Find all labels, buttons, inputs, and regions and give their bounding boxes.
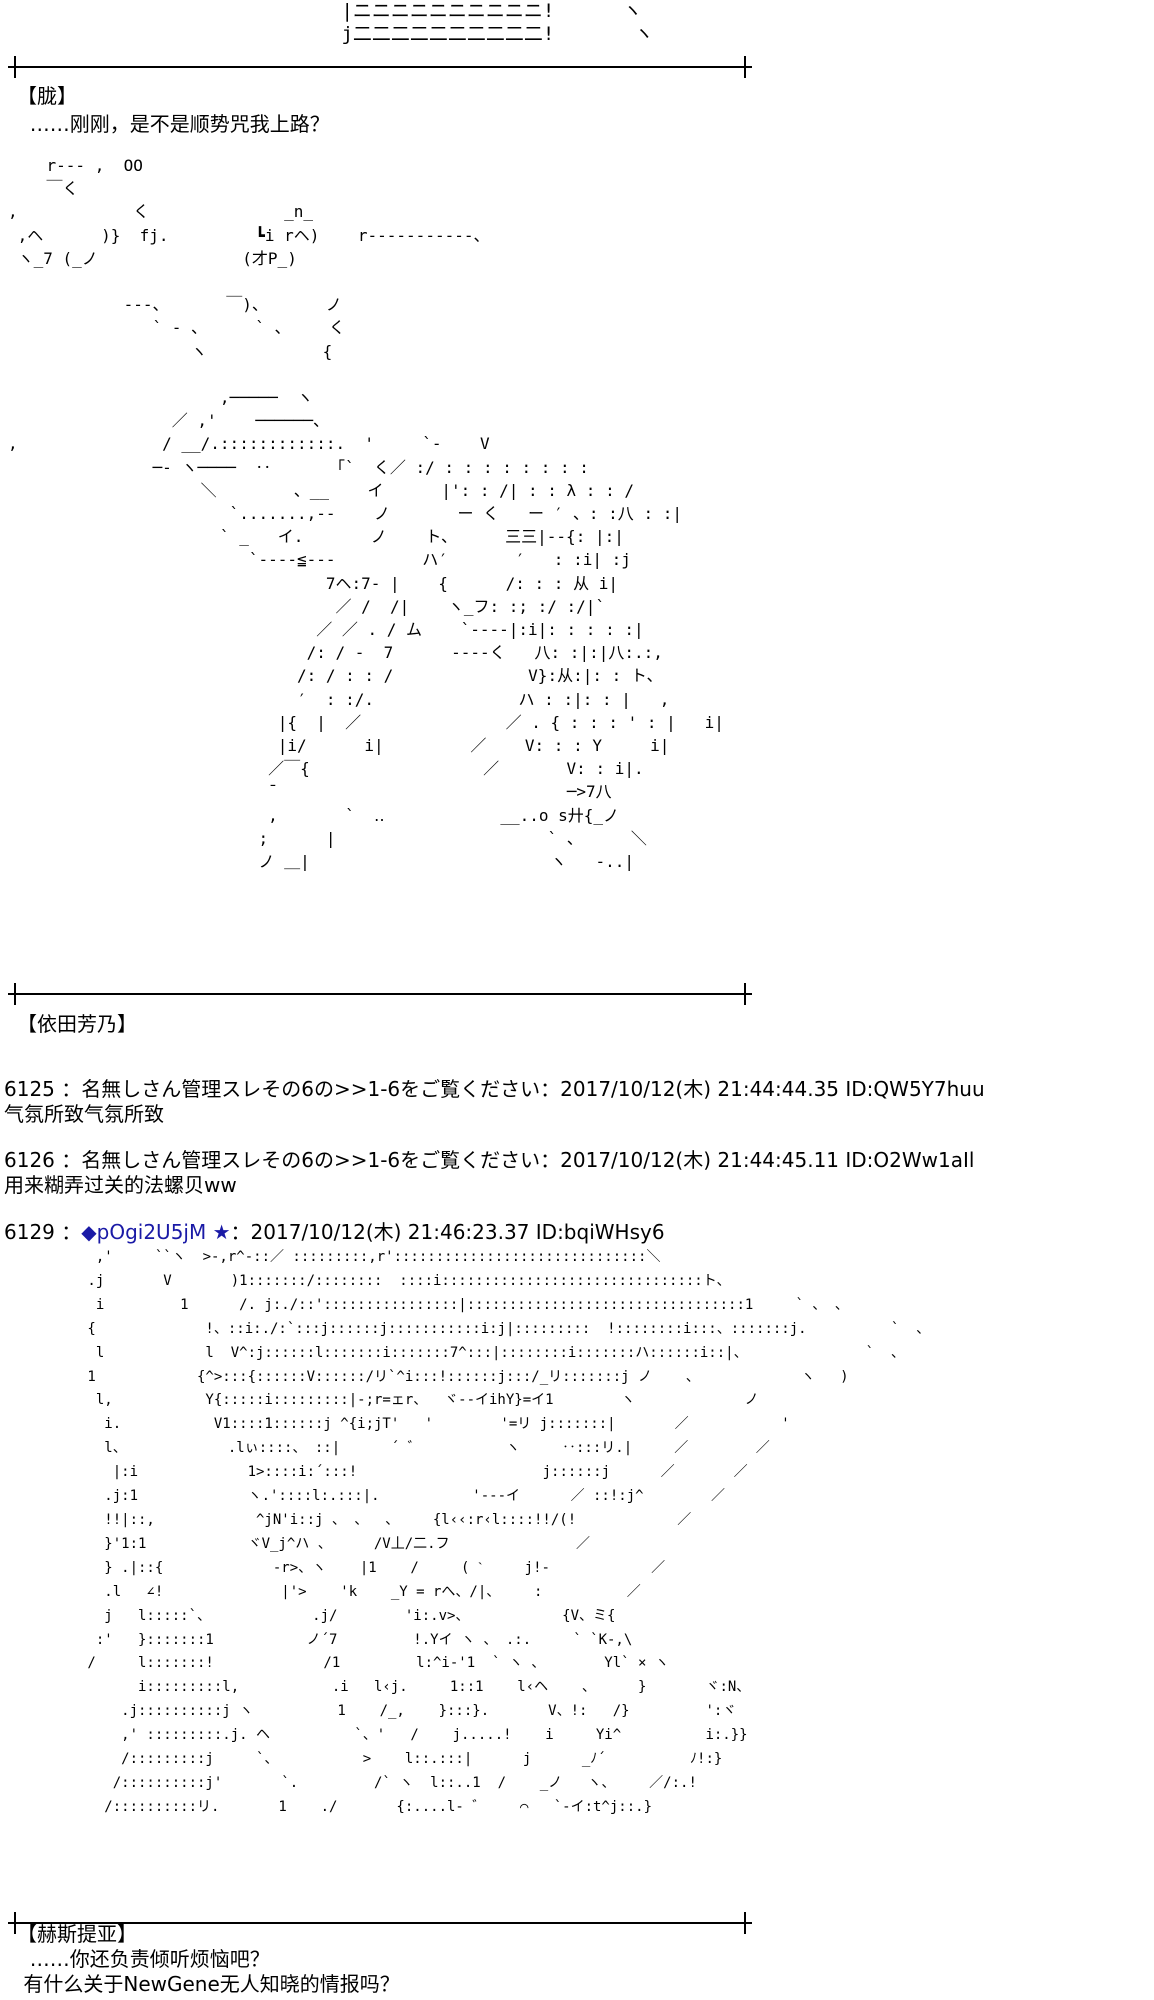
post-number: 6129 ： [4, 1220, 82, 1244]
post-body: 用来糊弄过关的法螺贝ww [4, 1173, 237, 1197]
post-header: 6126 ：名無しさん管理スレその6の>>1-6をご覧ください：2017/10/… [4, 1148, 975, 1172]
divider [8, 56, 752, 78]
post-header: 6129 ：◆pOgi2U5jM ★：2017/10/12(木) 21:46:2… [4, 1220, 665, 1244]
ascii-art-character-1: r‐‐‐ , OO ￣く , く _n_ ,ヘ )} fj. ┗i rヘ) r‐… [8, 156, 724, 872]
speaker-label: 【依田芳乃】 [17, 1012, 137, 1036]
post-header: 6125 ：名無しさん管理スレその6の>>1-6をご覧ください：2017/10/… [4, 1077, 985, 1101]
speaker-label: 【赫斯提亚】 [17, 1922, 137, 1946]
star-icon: ★ [212, 1220, 231, 1244]
dialogue-line: ……刚刚，是不是顺势咒我上路？ [17, 112, 330, 136]
poster-trip-link[interactable]: ◆pOgi2U5jM [81, 1220, 207, 1244]
divider [8, 1912, 752, 1934]
speaker-label: 【胧】 [17, 84, 77, 108]
dialogue-line: ……你还负责倾听烦恼吧？ [17, 1947, 270, 1971]
post-meta: ：2017/10/12(木) 21:46:23.37 ID:bqiWHsy6 [230, 1220, 665, 1244]
dialogue-line: 有什么关于NewGene无人知晓的情报吗？ [17, 1972, 400, 1996]
divider [8, 983, 752, 1005]
ascii-art-top: |ニニニニニニニニニニ! ヽ j二二二二二二二二二二! ヽ [341, 0, 654, 45]
post-body: 气氛所致气氛所致 [4, 1102, 164, 1126]
ascii-art-character-2: ,' ``ヽ >‐,r^‐::／ :::::::::,r':::::::::::… [87, 1249, 931, 1815]
